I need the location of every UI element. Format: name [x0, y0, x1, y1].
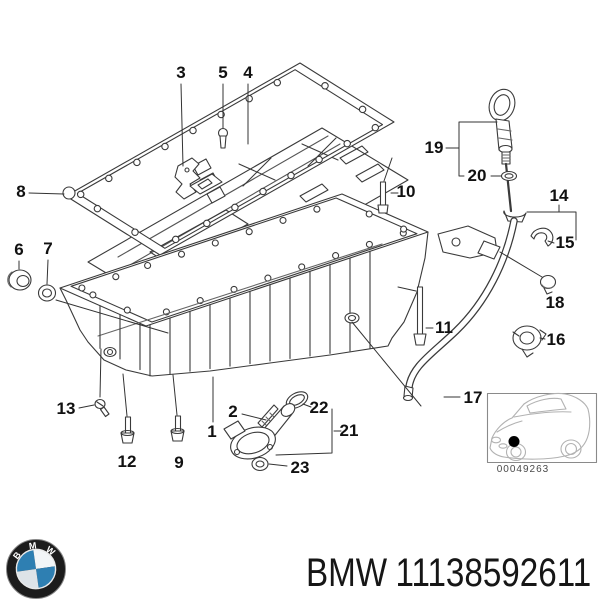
part-label-7: 7 — [43, 239, 53, 258]
car-sketch — [489, 392, 591, 462]
part-label-17: 17 — [463, 388, 483, 407]
part-label-19: 19 — [424, 138, 444, 157]
part-label-8: 8 — [16, 182, 26, 201]
part-label-10: 10 — [396, 182, 416, 201]
part-label-21: 21 — [339, 421, 359, 440]
oil-pan-drawing — [59, 193, 429, 377]
bmw-roundel-logo: B M W — [6, 539, 66, 599]
brand-name: BMW — [306, 551, 388, 595]
bracket-drawing — [174, 157, 223, 200]
part-label-16: 16 — [546, 330, 566, 349]
part-label-14: 14 — [549, 186, 569, 205]
leader-lines — [18, 83, 577, 467]
part-label-4: 4 — [243, 63, 253, 82]
part-label-5: 5 — [218, 63, 228, 82]
logo-letter-b: B — [11, 550, 23, 562]
logo-letter-m: M — [28, 540, 37, 551]
part-label-22: 22 — [309, 398, 329, 417]
part-label-18: 18 — [545, 293, 565, 312]
part-label-20: 20 — [467, 166, 487, 185]
thumbnail-image-code: 00049263 — [496, 464, 550, 475]
part-label-13: 13 — [56, 399, 76, 418]
part-label-15: 15 — [555, 233, 575, 252]
part-label-2: 2 — [228, 402, 238, 421]
dipstick-drawing — [402, 88, 527, 402]
part-label-1: 1 — [207, 422, 217, 441]
part-label-3: 3 — [176, 63, 186, 82]
oil-pan-gasket-drawing — [62, 62, 395, 256]
part-number: 11138592611 — [395, 551, 592, 595]
car-thumbnail — [486, 392, 598, 464]
part-label-23: 23 — [290, 458, 310, 477]
part-label-12: 12 — [117, 452, 137, 471]
part-label-6: 6 — [14, 240, 24, 259]
highlight-dot — [508, 436, 520, 447]
small-parts-drawing — [7, 127, 557, 472]
part-label-9: 9 — [174, 453, 184, 472]
part-label-11: 11 — [435, 318, 453, 337]
